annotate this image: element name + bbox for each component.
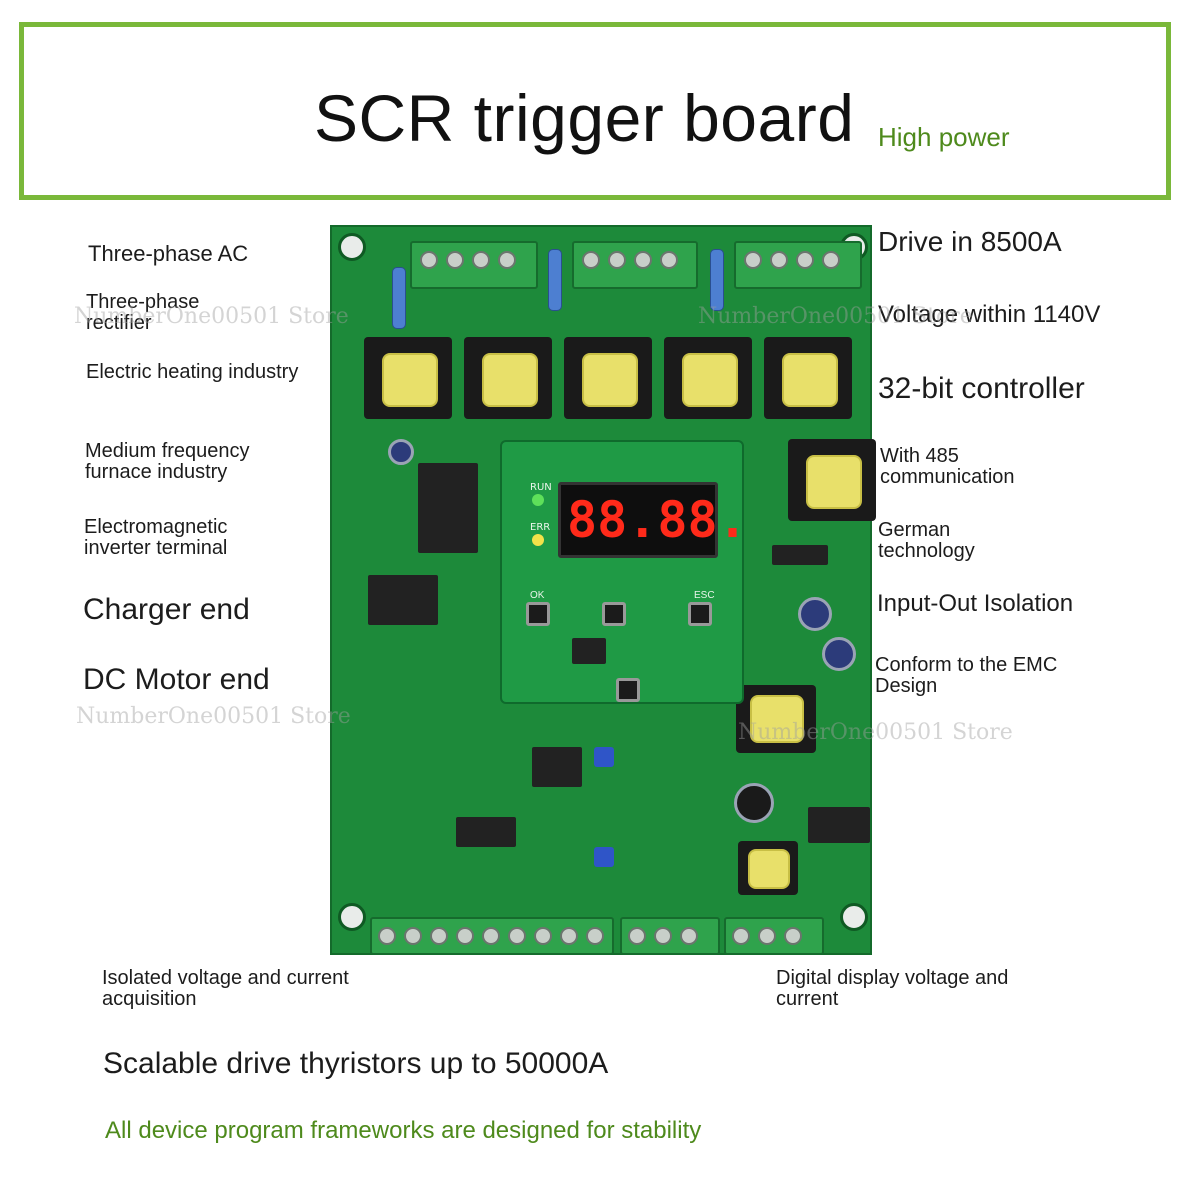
feature-electromagnetic-inverter: Electromagnetic inverter terminal — [84, 516, 228, 559]
display-digit: 8. — [687, 491, 748, 549]
pulse-transformer — [788, 439, 876, 521]
down-button — [616, 678, 640, 702]
watermark: NumberOne00501 Store — [76, 704, 351, 729]
err-led-label: ERR — [530, 522, 551, 533]
seven-segment-display: 8 8. 8 8. — [558, 482, 748, 558]
resistor — [710, 249, 724, 311]
relay — [418, 463, 478, 553]
ic-chip — [808, 807, 870, 843]
display-digit: 8 — [657, 491, 688, 549]
feature-485-communication: With 485 communication — [880, 445, 1015, 488]
feature-german-technology: German technology — [878, 519, 975, 562]
resistor — [548, 249, 562, 311]
ok-button-label: OK — [530, 590, 545, 601]
feature-electric-heating: Electric heating industry — [86, 361, 299, 383]
tagline-stability: All device program frameworks are design… — [105, 1117, 702, 1144]
pulse-transformer — [764, 337, 852, 419]
note-isolated-acquisition: Isolated voltage and current acquisition — [102, 967, 349, 1010]
run-led-label: RUN — [530, 482, 552, 493]
trim-potentiometer — [594, 747, 614, 767]
display-digit: 8 — [567, 491, 598, 549]
feature-voltage-1140v: Voltage within 1140V — [878, 301, 1101, 328]
feature-three-phase-rectifier: Three-phase rectifier — [86, 291, 200, 334]
feature-drive-8500a: Drive in 8500A — [878, 226, 1062, 257]
ic-chip — [532, 747, 582, 787]
title-banner — [19, 22, 1171, 200]
run-led — [532, 494, 544, 506]
controller-panel: RUN ERR 8 8. 8 8. OK ESC — [500, 440, 748, 704]
ok-button — [526, 602, 550, 626]
circuit-board-photo — [330, 225, 876, 955]
relay — [368, 575, 438, 625]
mcu-chip — [572, 638, 606, 664]
mount-hole — [338, 233, 366, 261]
up-button — [602, 602, 626, 626]
mount-hole — [840, 903, 868, 931]
feature-input-out-isolation: Input-Out Isolation — [877, 590, 1074, 617]
feature-dc-motor-end: DC Motor end — [83, 663, 270, 696]
feature-emc-design: Conform to the EMC Design — [875, 654, 1058, 697]
capacitor — [388, 439, 414, 465]
pulse-transformer — [736, 685, 816, 753]
esc-button — [688, 602, 712, 626]
pulse-transformer — [564, 337, 652, 419]
pulse-transformer — [664, 337, 752, 419]
note-digital-display: Digital display voltage and current — [776, 967, 1009, 1010]
feature-three-phase-ac: Three-phase AC — [88, 241, 249, 266]
feature-charger-end: Charger end — [83, 593, 250, 626]
headline-scalable-drive: Scalable drive thyristors up to 50000A — [103, 1047, 609, 1080]
resistor — [392, 267, 406, 329]
capacitor — [798, 597, 832, 631]
ic-chip — [772, 545, 828, 565]
ic-chip — [456, 817, 516, 847]
pulse-transformer — [464, 337, 552, 419]
capacitor — [822, 637, 856, 671]
pulse-transformer — [364, 337, 452, 419]
feature-32bit-controller: 32-bit controller — [878, 372, 1085, 405]
feature-medium-frequency-furnace: Medium frequency furnace industry — [85, 440, 250, 483]
page-title: SCR trigger board — [314, 81, 855, 155]
capacitor — [734, 783, 774, 823]
mount-hole — [338, 903, 366, 931]
err-led — [532, 534, 544, 546]
esc-button-label: ESC — [694, 590, 715, 601]
trim-potentiometer — [594, 847, 614, 867]
page-subtitle: High power — [878, 122, 1010, 152]
display-digit: 8. — [597, 491, 658, 549]
pulse-transformer — [738, 841, 798, 895]
